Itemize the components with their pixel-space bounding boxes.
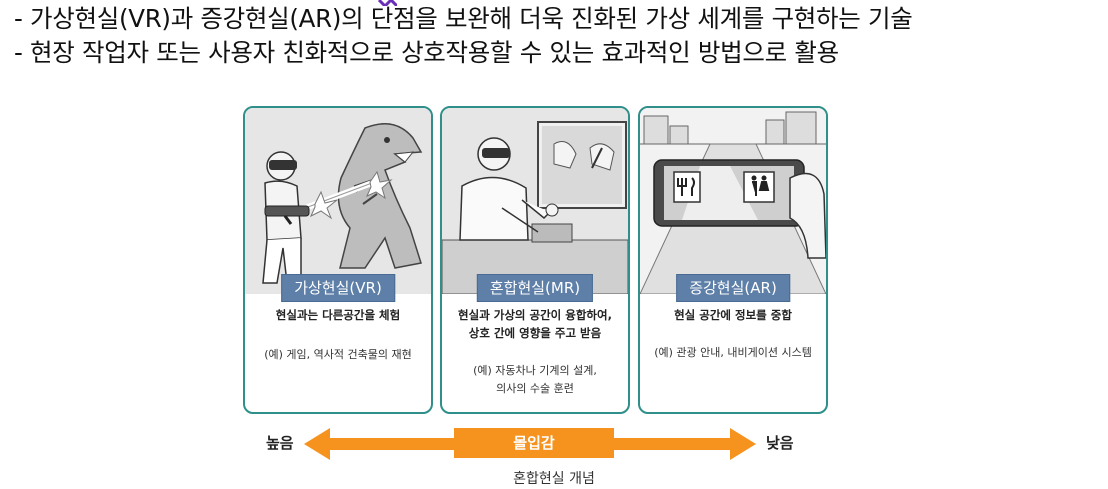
mr-example-line-1: (예) 자동차나 기계의 설계, (473, 364, 597, 377)
mr-description-line-2: 상호 간에 영향을 주고 받음 (468, 326, 602, 340)
ar-example: (예) 관광 안내, 내비게이션 시스템 (654, 346, 812, 359)
scale-right-label-low: 낮음 (766, 434, 794, 452)
vr-panel: 가상현실(VR) 현실과는 다른공간을 체험 (예) 게임, 역사적 건축물의 … (243, 106, 433, 414)
vr-gamer-dinosaur-illustration (245, 108, 431, 294)
vr-description: 현실과는 다른공간을 체험 (275, 308, 401, 322)
scale-center-label-immersion: 몰입감 (454, 428, 614, 458)
vr-example: (예) 게임, 역사적 건축물의 재현 (264, 348, 412, 361)
vr-tag: 가상현실(VR) (281, 274, 395, 302)
mr-engineer-illustration (442, 108, 628, 294)
bullet-list: - 가상현실(VR)과 증강현실(AR)의 단점을 보완해 더욱 진화된 가상 … (14, 2, 1104, 70)
title-fragment-mark (377, 0, 397, 6)
mr-tag: 혼합현실(MR) (476, 274, 594, 302)
mr-description-line-1: 현실과 가상의 공간이 융합하여, (458, 308, 612, 322)
ar-tag: 증강현실(AR) (676, 274, 790, 302)
mr-example-line-2: 의사의 수술 훈련 (496, 382, 574, 395)
bullet-line-1: - 가상현실(VR)과 증강현실(AR)의 단점을 보완해 더욱 진화된 가상 … (14, 4, 913, 33)
bullet-line-2: - 현장 작업자 또는 사용자 친화적으로 상호작용할 수 있는 효과적인 방법… (14, 38, 839, 67)
scale-left-label-high: 높음 (266, 434, 294, 452)
figure-caption: 혼합현실 개념 (513, 471, 595, 487)
mr-panel: 혼합현실(MR) 현실과 가상의 공간이 융합하여, 상호 간에 영향을 주고 … (440, 106, 630, 414)
ar-panel: 증강현실(AR) 현실 공간에 정보를 중합 (예) 관광 안내, 내비게이션 … (638, 106, 828, 414)
ar-description: 현실 공간에 정보를 중합 (674, 308, 792, 322)
ar-smartphone-street-illustration (640, 108, 826, 294)
